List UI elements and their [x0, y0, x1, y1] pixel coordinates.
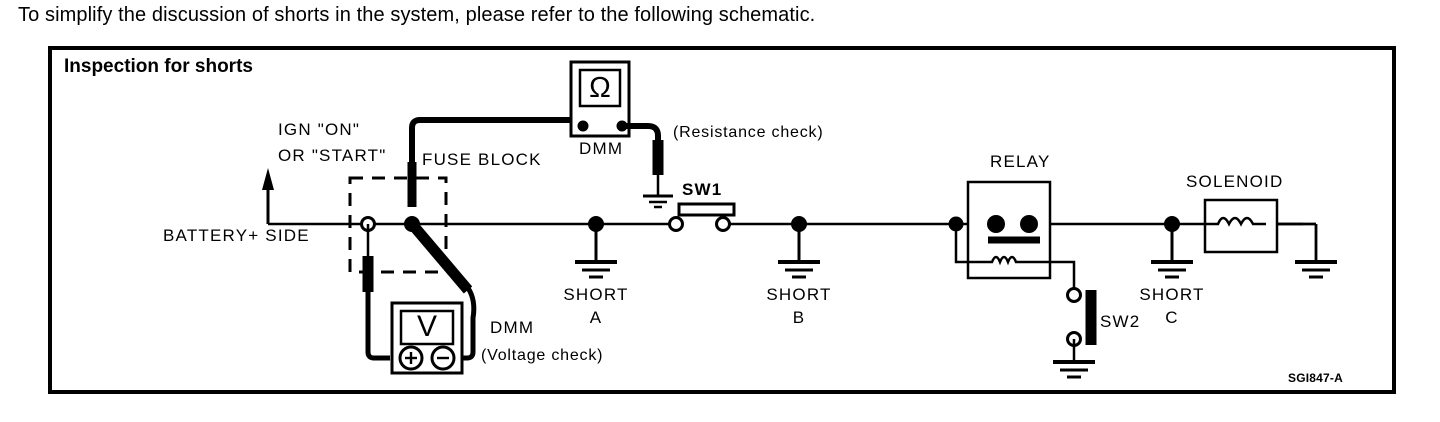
figure-title: Inspection for shorts [64, 56, 253, 77]
solenoid-coil [1205, 216, 1266, 227]
sw1-blade [677, 202, 736, 217]
short-c-group [1151, 216, 1193, 279]
solenoid-component [1203, 198, 1337, 279]
label-battery-side: BATTERY+ SIDE [163, 226, 310, 245]
intro-paragraph: To simplify the discussion of shorts in … [18, 4, 816, 26]
ohm-probe-lead-wire [622, 123, 661, 142]
sw1-terminal-right [715, 216, 731, 232]
label-relay: RELAY [990, 152, 1051, 171]
label-short-c-id: C [1165, 308, 1179, 327]
voltage-probe-tip-right [407, 220, 473, 294]
label-short-a: SHORT [563, 285, 629, 304]
switch-sw1 [668, 202, 736, 232]
relay-coil-left-lead [954, 224, 978, 264]
voltage-probe-lead-left [365, 292, 390, 361]
relay-body [966, 180, 1052, 280]
relay-contact-right [1020, 215, 1038, 233]
label-short-b-id: B [792, 308, 806, 327]
label-dmm-bottom: DMM [490, 318, 535, 337]
label-short-c: SHORT [1139, 285, 1205, 304]
dmm-voltage-display [399, 309, 455, 346]
relay-component [948, 180, 1076, 290]
label-voltage-check: (Voltage check) [481, 347, 604, 364]
ohm-symbol: Ω [589, 72, 611, 104]
sw2-terminal-top [1066, 287, 1082, 303]
dmm-resistance-display [578, 68, 622, 108]
label-solenoid: SOLENOID [1186, 172, 1284, 191]
dmm-resistance-terminal-left [577, 120, 589, 132]
volt-symbol: V [416, 310, 437, 343]
short-a-group [575, 216, 617, 279]
label-sw1: SW1 [682, 180, 723, 199]
ohm-probe-ground-symbol [643, 194, 673, 209]
label-dmm-top: DMM [579, 139, 624, 158]
fuse-block-dashed-outline [348, 176, 448, 274]
label-or-start: OR "START" [278, 146, 387, 165]
dmm-resistance-meter [569, 60, 631, 138]
label-fuse-block: FUSE BLOCK [422, 150, 542, 169]
label-ign-on: IGN "ON" [278, 120, 361, 139]
label-sw2: SW2 [1100, 312, 1141, 331]
sw1-terminal-left [668, 216, 684, 232]
relay-contact-left [987, 215, 1005, 233]
label-resistance-check: (Resistance check) [673, 124, 824, 141]
relay-coil-right-lead [1032, 260, 1076, 290]
voltage-probe-lead-right [458, 286, 477, 361]
relay-coil [978, 255, 1032, 266]
label-short-a-id: A [589, 308, 603, 327]
short-b-group [778, 216, 820, 279]
switch-sw2 [1053, 287, 1097, 379]
figure-reference-code: SGI847-A [1288, 371, 1343, 385]
label-short-b: SHORT [766, 285, 832, 304]
dmm-voltage-meter [390, 301, 464, 375]
battery-supply-arrow [262, 168, 274, 224]
